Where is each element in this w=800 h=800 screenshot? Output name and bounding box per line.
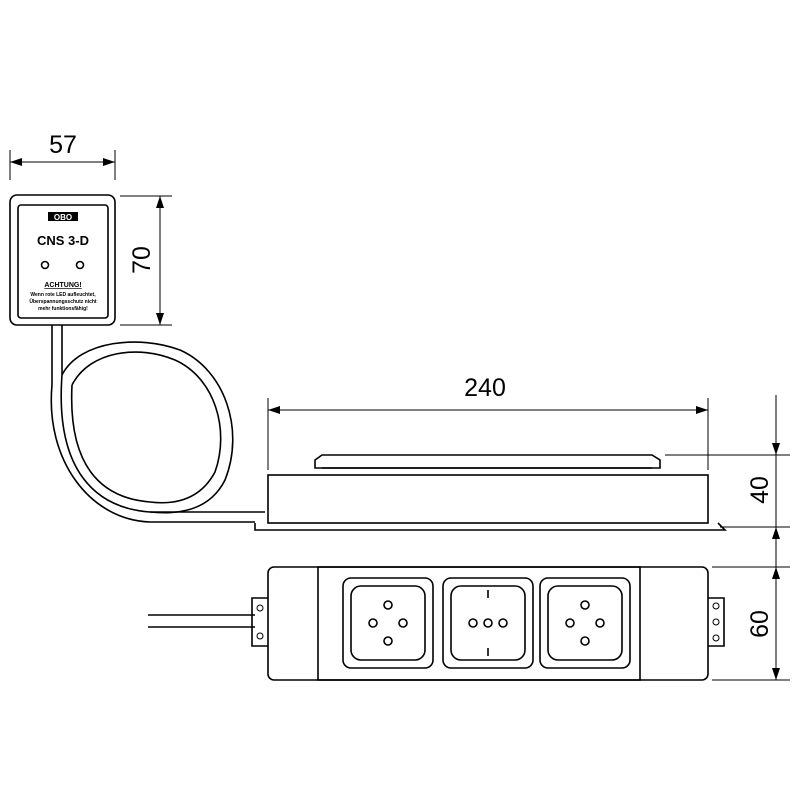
dimension-label-57: 57 (49, 131, 77, 159)
dimension-label-60: 60 (746, 610, 774, 638)
warning-text-2: Überspannungsschutz nicht (29, 298, 97, 305)
warning-text-3: mehr funktionsfähig! (38, 306, 88, 312)
model-text: CNS 3-D (37, 233, 89, 248)
dimension-module-height: 70 (120, 195, 172, 326)
dimension-label-240: 240 (464, 374, 506, 402)
socket-outlet-1 (342, 577, 434, 669)
dimension-height: 40 (746, 395, 780, 567)
socket-outlet-3 (539, 577, 631, 669)
warning-text-1: Wenn rote LED aufleuchtet, (30, 292, 96, 298)
led-indicator-icon (75, 260, 85, 270)
side-view (254, 454, 790, 531)
surge-protection-module: OBO CNS 3-D ACHTUNG! Wenn rote LED aufle… (9, 194, 116, 326)
cable-coil (50, 325, 265, 523)
led-indicator-icon (40, 260, 50, 270)
dimension-module-width: 57 (9, 131, 116, 180)
front-view (148, 566, 790, 681)
dimension-label-70: 70 (128, 246, 156, 274)
dimension-length: 240 (267, 374, 709, 470)
dimension-depth: 60 (746, 567, 780, 680)
dimension-label-40: 40 (746, 476, 774, 504)
socket-outlet-2 (442, 577, 534, 669)
brand-logo (48, 212, 78, 221)
warning-title: ACHTUNG! (44, 282, 81, 289)
brand-text: OBO (54, 213, 72, 222)
